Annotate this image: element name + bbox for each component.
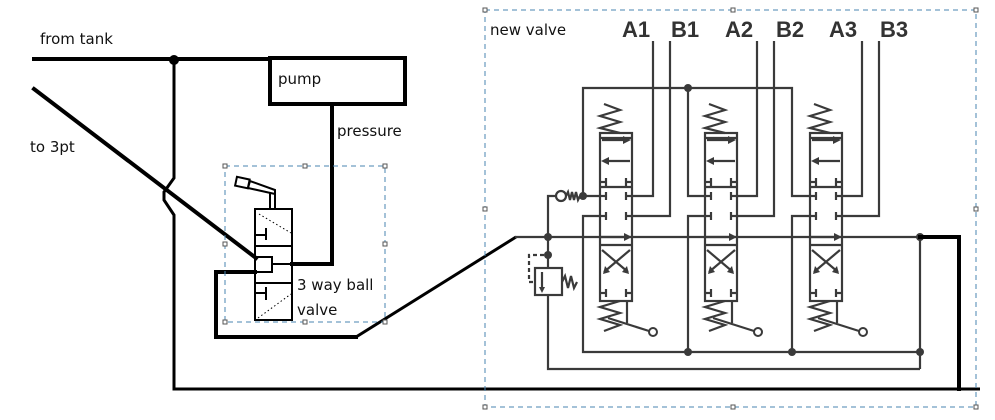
- check-valve-spring-icon: [565, 188, 581, 204]
- spool-section-1[interactable]: [595, 102, 658, 337]
- top-spring-icon: [595, 102, 624, 135]
- port-label-a1: A1: [622, 17, 650, 42]
- port-label-a2: A2: [725, 17, 753, 42]
- port-line-b1: [632, 41, 672, 218]
- port-line-a1: [632, 41, 655, 198]
- new-valve-schematic: new valve A1 B1 A2 B2 A3 B3: [482, 7, 979, 410]
- to-3pt-line: [31, 86, 259, 261]
- port-label-b2: B2: [776, 17, 804, 42]
- pressure-line: [290, 102, 334, 266]
- pump-box: [268, 56, 407, 106]
- lever-handle-icon[interactable]: [753, 327, 763, 337]
- check-valve-ball-icon: [554, 189, 568, 203]
- port-label-b3: B3: [880, 17, 908, 42]
- top-spring-icon: [805, 102, 834, 135]
- relief-valve: [527, 237, 578, 297]
- port-line-b3: [842, 41, 881, 218]
- new-valve-label: new valve: [490, 21, 566, 39]
- port-line-b2: [737, 41, 776, 218]
- new-valve-selection-box[interactable]: [484, 9, 977, 408]
- relief-valve-body: [533, 266, 564, 297]
- spool-section-3[interactable]: [805, 102, 868, 337]
- port-label-b1: B1: [671, 17, 699, 42]
- relief-spring-icon: [561, 272, 578, 292]
- spool-section-2[interactable]: [700, 102, 763, 337]
- valve-return-line: [214, 270, 358, 339]
- relief-return-line: [546, 295, 920, 371]
- lever-icon: [246, 179, 276, 196]
- ball-valve-label-line2: valve: [297, 301, 337, 319]
- top-gallery-line: [581, 86, 810, 198]
- to-3pt-label: to 3pt: [30, 138, 75, 156]
- port-line-a3: [842, 41, 864, 198]
- pump-label: pump: [278, 70, 321, 88]
- tank-return-line: [162, 60, 980, 391]
- bottom-spring-icon: [806, 299, 834, 333]
- port-line-a2: [737, 41, 759, 198]
- lever-handle-icon[interactable]: [648, 327, 658, 337]
- new-valve-selection-handles[interactable]: [482, 7, 979, 410]
- ball-valve-selection-box[interactable]: [224, 165, 386, 323]
- bottom-gallery-line: [581, 214, 920, 354]
- outlet-line: [918, 235, 961, 391]
- ball-valve-symbol[interactable]: [233, 175, 293, 321]
- top-spring-icon: [700, 102, 729, 135]
- spool-sections: [595, 102, 868, 337]
- bottom-spring-icon: [596, 299, 624, 333]
- bottom-spring-icon: [701, 299, 729, 333]
- sketch-part: from tank pump pressure to 3pt: [30, 30, 980, 391]
- check-valve: [546, 188, 600, 237]
- ball-valve-label-line1: 3 way ball: [297, 276, 373, 294]
- relief-pilot-line: [527, 253, 544, 284]
- from-tank-label: from tank: [40, 30, 113, 48]
- link-to-new-valve-line: [355, 235, 517, 339]
- pressure-label: pressure: [337, 122, 402, 140]
- lever-handle-icon[interactable]: [858, 327, 868, 337]
- ball-valve-selection-handles[interactable]: [222, 163, 388, 325]
- port-label-a3: A3: [829, 17, 857, 42]
